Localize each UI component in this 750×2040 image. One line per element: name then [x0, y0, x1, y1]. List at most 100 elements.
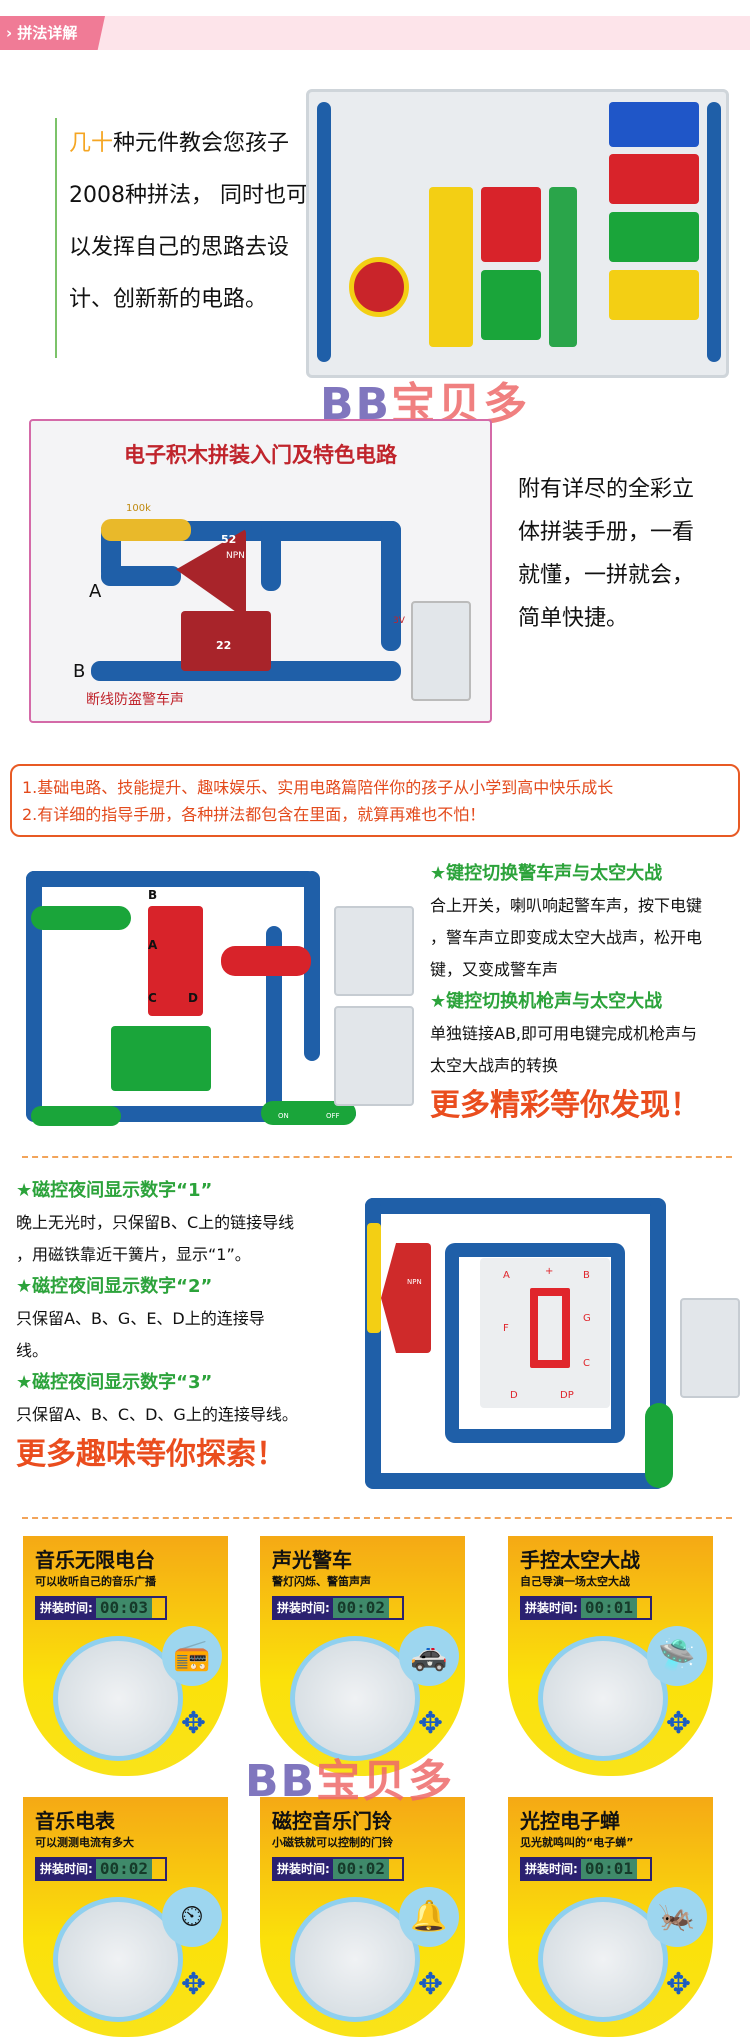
circuit-photo	[538, 1897, 668, 2022]
assembly-timer: 拼装时间:00:02	[272, 1857, 404, 1881]
text-line: 键，又变成警车声	[430, 960, 559, 979]
text-line: 简单快捷。	[518, 606, 629, 631]
circuit-project-card: 磁控音乐门铃 小磁铁就可以控制的门铃 拼装时间:00:02 🔔 ✥	[260, 1797, 465, 2037]
move-arrows-icon: ✥	[665, 1706, 691, 1741]
timer-label: 拼装时间:	[37, 1859, 96, 1879]
timer-value: 00:01	[580, 1859, 637, 1879]
radio-icon: 📻	[162, 1626, 222, 1686]
text-line: 晚上无光时，只保留B、C上的链接导线	[16, 1213, 295, 1232]
assembly-timer: 拼装时间:00:01	[520, 1596, 652, 1620]
manual-page-photo: 电子积木拼装入门及特色电路 100k 52 NPN 22 3V A B 断线防盗…	[29, 419, 492, 723]
move-arrows-icon: ✥	[180, 1706, 206, 1741]
resistor-label: 100k	[126, 503, 151, 514]
divider	[22, 1517, 732, 1519]
divider	[22, 1156, 732, 1158]
timer-label: 拼装时间:	[522, 1859, 581, 1879]
manual-title: 电子积木拼装入门及特色电路	[124, 443, 397, 467]
circuit-project-card: 音乐无限电台 可以收听自己的音乐广播 拼装时间:00:03 📻 ✥	[23, 1536, 228, 1776]
text-line: 只保留A、B、G、E、D上的连接导	[16, 1309, 265, 1328]
text-line: 太空大战声的转换	[430, 1056, 559, 1075]
intro-line: 以发挥自己的思路去设	[69, 235, 290, 260]
card-title: 光控电子蝉	[520, 1809, 620, 1833]
text-line: 只保留A、B、C、D、G上的连接导线。	[16, 1405, 298, 1424]
timer-label: 拼装时间:	[274, 1859, 333, 1879]
segment-label: +	[545, 1266, 554, 1277]
card-subtitle: 见光就鸣叫的“电子蝉”	[520, 1836, 634, 1849]
card-subtitle: 可以测测电流有多大	[35, 1836, 134, 1849]
slogan: 更多趣味等你探索！	[16, 1437, 286, 1472]
chevron-right-icon: ›	[6, 24, 13, 42]
manual-description: 附有详尽的全彩立 体拼装手册，一看 就懂，一拼就会， 简单快捷。	[518, 468, 743, 640]
circuit-project-card: 声光警车 警灯闪烁、警笛声声 拼装时间:00:02 🚓 ✥	[260, 1536, 465, 1776]
move-arrows-icon: ✥	[417, 1706, 443, 1741]
segment-label: B	[583, 1270, 590, 1281]
assembly-timer: 拼装时间:00:02	[272, 1596, 404, 1620]
card-subtitle: 警灯闪烁、警笛声声	[272, 1575, 371, 1588]
highlight: 几十	[69, 131, 114, 156]
circuit-photo	[290, 1897, 420, 2022]
assembly-timer: 拼装时间:00:02	[35, 1857, 167, 1881]
text-line: ，警车声立即变成太空大战声，松开电	[430, 928, 703, 947]
feature-heading: ★磁控夜间显示数字“2”	[16, 1276, 213, 1297]
switch-off-label: OFF	[326, 1112, 340, 1120]
move-arrows-icon: ✥	[665, 1967, 691, 2002]
assembly-timer: 拼装时间:00:03	[35, 1596, 167, 1620]
cicada-icon: 🦗	[647, 1887, 707, 1947]
timer-label: 拼装时间:	[37, 1598, 96, 1618]
watermark-logo: BB宝贝多	[245, 1756, 455, 1807]
section-title: 拼法详解	[17, 24, 78, 42]
siren-description: ★键控切换警车声与太空大战 合上开关，喇叭响起警车声，按下电键 ，警车声立即变成…	[430, 858, 740, 1130]
circuit-photo	[53, 1897, 183, 2022]
npn-label: NPN	[226, 551, 245, 561]
segment-label: C	[583, 1358, 590, 1369]
terminal-label: A	[148, 938, 158, 952]
card-subtitle: 小磁铁就可以控制的门铃	[272, 1836, 393, 1849]
point-b-label: B	[73, 661, 86, 682]
ufo-icon: 🛸	[647, 1626, 707, 1686]
slogan: 更多精彩等你发现！	[430, 1088, 700, 1123]
circuit-photo	[538, 1636, 668, 1761]
card-title: 音乐无限电台	[35, 1548, 155, 1572]
multimeter-icon: ⏲	[162, 1887, 222, 1947]
timer-label: 拼装时间:	[274, 1598, 333, 1618]
text-line: 体拼装手册，一看	[518, 520, 695, 545]
circuit-diagram-siren: B A C D ON OFF	[16, 866, 426, 1126]
product-kit-photo	[306, 89, 729, 378]
feature-heading: ★磁控夜间显示数字“1”	[16, 1180, 213, 1201]
card-title: 音乐电表	[35, 1809, 115, 1833]
card-subtitle: 自己导演一场太空大战	[520, 1575, 630, 1588]
card-title: 手控太空大战	[520, 1548, 640, 1572]
notice-line: 1.基础电路、技能提升、趣味娱乐、实用电路篇陪伴你的孩子从小学到高中快乐成长	[22, 778, 614, 797]
voltage-label: 3V	[393, 616, 405, 626]
text-line: 就懂，一拼就会，	[518, 563, 695, 588]
circuit-diagram-display: NPN A B C D F G DP +	[345, 1178, 742, 1491]
circuit-photo	[290, 1636, 420, 1761]
move-arrows-icon: ✥	[180, 1967, 206, 2002]
point-a-label: A	[89, 581, 102, 602]
segment-label: DP	[560, 1390, 574, 1401]
text-line: 单独链接AB,即可用电键完成机枪声与	[430, 1024, 698, 1043]
npn-label: NPN	[407, 1278, 422, 1286]
text-line: ，用磁铁靠近干簧片，显示“1”。	[16, 1245, 251, 1264]
segment-label: F	[503, 1323, 509, 1334]
timer-value: 00:02	[95, 1859, 152, 1879]
card-title: 声光警车	[272, 1548, 352, 1572]
section-header-bar	[0, 16, 750, 50]
circuit-project-card: 光控电子蝉 见光就鸣叫的“电子蝉” 拼装时间:00:01 🦗 ✥	[508, 1797, 713, 2037]
intro-line: 2008种拼法， 同时也可	[69, 183, 308, 208]
intro-line: 几十种元件教会您孩子	[57, 118, 315, 170]
feature-heading: ★键控切换警车声与太空大战	[430, 863, 663, 884]
text-line: 附有详尽的全彩立	[518, 477, 695, 502]
part-number: 22	[216, 639, 232, 652]
line-text: 种元件教会您孩子	[113, 131, 290, 156]
timer-value: 00:02	[332, 1598, 389, 1618]
intro-line: 计、创新新的电路。	[69, 287, 268, 312]
segment-label: D	[510, 1390, 518, 1401]
part-number: 52	[221, 533, 237, 546]
segment-label: A	[503, 1270, 510, 1281]
segment-label: G	[583, 1313, 591, 1324]
timer-value: 00:01	[580, 1598, 637, 1618]
bell-icon: 🔔	[399, 1887, 459, 1947]
terminal-label: D	[188, 991, 198, 1005]
intro-text: 几十种元件教会您孩子 2008种拼法， 同时也可 以发挥自己的思路去设 计、创新…	[55, 118, 315, 358]
